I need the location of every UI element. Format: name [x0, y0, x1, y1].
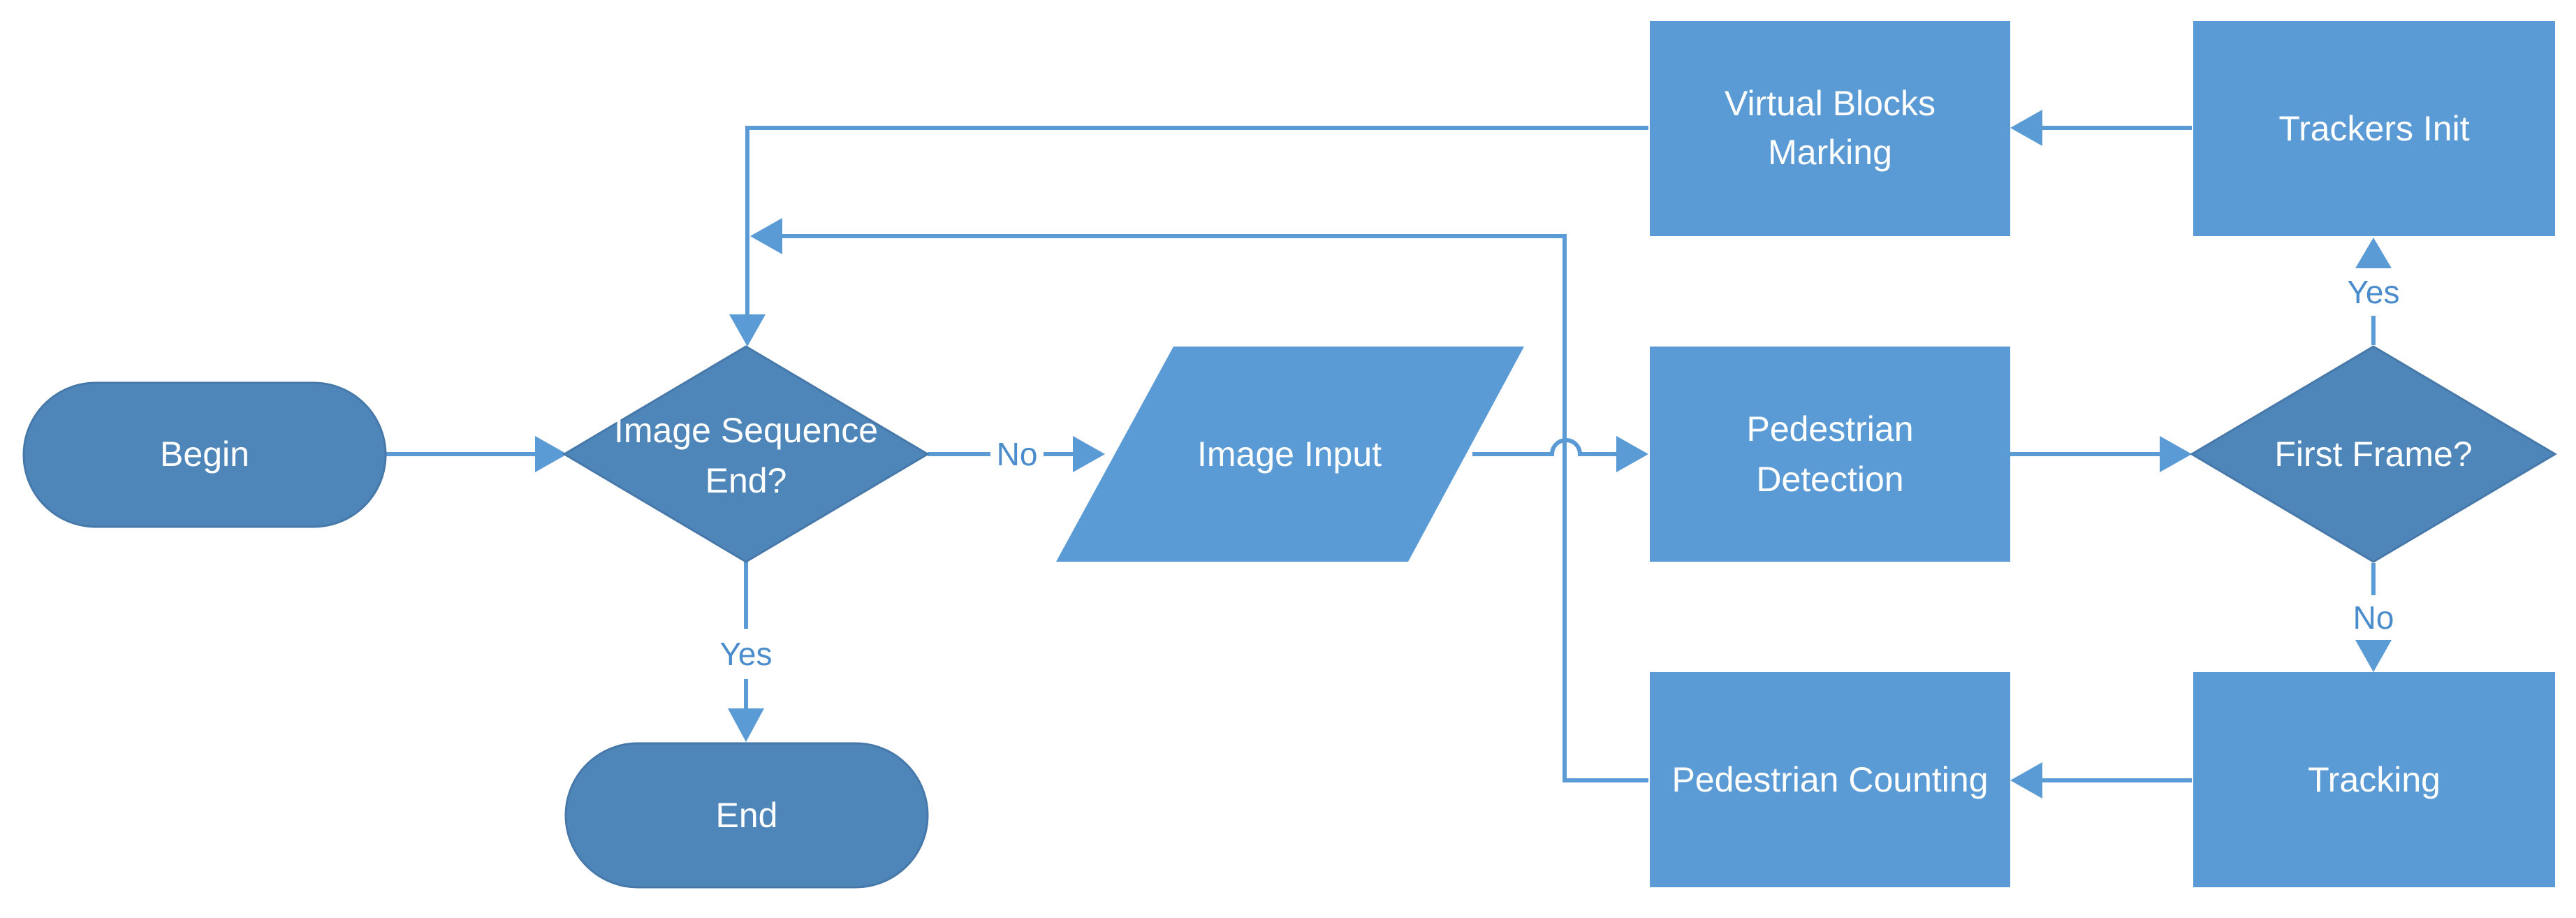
arrowhead — [2355, 640, 2392, 672]
first-frame-label: First Frame? — [2274, 435, 2472, 474]
edge-label-yes-end: Yes — [719, 636, 772, 672]
edge-virtual-to-seq-end — [745, 126, 1648, 316]
end-terminal: End — [564, 742, 929, 889]
arrowhead — [535, 436, 567, 472]
edge-input-to-detection — [1472, 438, 1619, 456]
begin-label: Begin — [160, 435, 249, 474]
trackers-init-label: Trackers Init — [2278, 109, 2469, 148]
arrowhead — [2010, 110, 2042, 146]
arrowhead — [750, 218, 782, 254]
arrowhead — [1073, 436, 1105, 472]
arrowhead — [2010, 762, 2042, 799]
end-label: End — [716, 796, 778, 835]
pedestrian-counting-process: Pedestrian Counting — [1650, 672, 2010, 887]
arrowhead — [2355, 238, 2392, 268]
detection-label-line2: Detection — [1756, 460, 1903, 499]
tracking-process: Tracking — [2193, 672, 2555, 887]
virtual-label-line1: Virtual Blocks — [1725, 84, 1935, 123]
first-frame-decision: First Frame? — [2190, 345, 2557, 563]
arrowhead — [2160, 436, 2192, 472]
detection-label-line1: Pedestrian — [1746, 409, 1913, 449]
arrowhead — [1616, 436, 1648, 472]
edge-counting-to-seq-end — [780, 234, 1648, 782]
edge-label-no-input: No — [997, 436, 1038, 472]
seq-end-label-line1: Image Sequence — [614, 411, 878, 450]
virtual-label-line2: Marking — [1768, 133, 1892, 172]
virtual-blocks-marking-process: Virtual Blocks Marking — [1650, 21, 2010, 236]
pedestrian-detection-process: Pedestrian Detection — [1650, 347, 2010, 562]
tracking-label: Tracking — [2308, 760, 2440, 799]
edge-label-no-tracking: No — [2353, 599, 2394, 636]
begin-terminal: Begin — [22, 381, 387, 528]
edge-label-yes-init: Yes — [2347, 274, 2399, 310]
arrowhead — [728, 708, 764, 742]
image-input-label: Image Input — [1197, 435, 1382, 474]
image-sequence-end-decision: Image Sequence End? — [562, 345, 930, 563]
image-input-io: Image Input — [1056, 347, 1524, 562]
seq-end-label-line2: End? — [705, 461, 787, 500]
arrowhead — [729, 314, 766, 347]
trackers-init-process: Trackers Init — [2193, 21, 2555, 236]
counting-label: Pedestrian Counting — [1671, 760, 1988, 799]
